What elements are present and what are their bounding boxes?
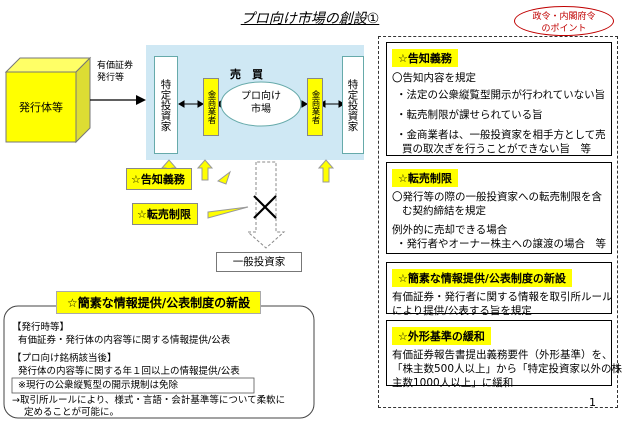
section-external-criteria: ☆外形基準の緩和 有価証券報告書提出義務要件（外形基準）を、 「株主数500人以… xyxy=(386,320,623,389)
general-investor-box: 一般投資家 xyxy=(216,252,302,272)
pro-investor-box-left: 特定投資家 xyxy=(154,56,178,154)
notice-obligation-callout: ☆告知義務 xyxy=(126,168,192,190)
section-external-heading: ☆外形基準の緩和 xyxy=(392,327,491,345)
market-label: プロ向け 市場 xyxy=(221,90,301,116)
page-title: プロ向け市場の創設① xyxy=(240,11,380,27)
note-line-1: 政令・内閣府令 xyxy=(532,12,596,22)
exempt-box xyxy=(11,377,255,394)
pro-investor-left-label: 特定投資家 xyxy=(159,78,172,132)
resale-restriction-callout: ☆転売制限 xyxy=(132,203,198,225)
blocked-arrow xyxy=(246,161,286,249)
section-resale-heading: ☆転売制限 xyxy=(392,169,458,187)
prohibited-x-mark xyxy=(253,195,277,219)
issuer-label: 発行体等 xyxy=(19,101,63,114)
resale-line-3: 例外的に売却できる場合 xyxy=(392,224,508,236)
section-info-disclosure: ☆簡素な情報提供/公表制度の新設 有価証券・発行者に関する情報を取引所ルール に… xyxy=(386,262,613,317)
issue-heading: 【発行時等】 xyxy=(12,322,70,333)
dealer-right-label: 金商業者 xyxy=(310,90,320,124)
bottom-box-heading: ☆簡素な情報提供/公表制度の新設 xyxy=(56,291,262,314)
notice-line-4: ・金商業者は、一般投資家を相手方として売 xyxy=(396,129,606,141)
resale-line-4: ・発行者やオーナー株主への譲渡の場合 等 xyxy=(396,238,606,250)
external-line-3: 主数1000人以上」に緩和 xyxy=(392,377,514,389)
issuer-cube-front xyxy=(5,71,77,143)
notice-line-3: ・転売制限が課せられている旨 xyxy=(396,109,543,121)
external-line-1: 有価証券報告書提出義務要件（外形基準）を、 xyxy=(392,349,613,361)
notice-line-5: 買の取次ぎを行うことができない旨 等 xyxy=(402,143,591,155)
notice-pointer xyxy=(216,170,231,185)
section-notice-heading: ☆告知義務 xyxy=(392,49,458,67)
info-line-1: 有価証券・発行者に関する情報を取引所ルール xyxy=(392,291,613,303)
issue-body: 有価証券・発行体の内容等に関する情報提供/公表 xyxy=(18,334,231,346)
notice-arrow-2 xyxy=(196,159,214,181)
flex-line-2: 定めることが可能に。 xyxy=(24,407,120,418)
notice-line-2: ・法定の公衆縦覧型開示が行われていない旨 xyxy=(396,89,606,101)
securities-issue-label: 有価証券 発行等 xyxy=(97,60,133,84)
securities-line-2: 発行等 xyxy=(97,73,125,83)
flex-line-1: →取引所ルールにより、様式・言語・会計基準等について柔軟に xyxy=(12,395,286,406)
notice-line-1: 〇告知内容を規定 xyxy=(392,72,476,84)
listing-heading: 【プロ向け銘柄該当後】 xyxy=(12,353,117,364)
section-notice: ☆告知義務 〇告知内容を規定 ・法定の公衆縦覧型開示が行われていない旨 ・転売制… xyxy=(386,42,612,156)
issuer-cube-side xyxy=(75,56,91,144)
bottom-box-content: 【発行時等】 有価証券・発行体の内容等に関する情報提供/公表 【プロ向け銘柄該当… xyxy=(12,322,240,378)
resale-line-2: む契約締結を規定 xyxy=(402,205,486,217)
right-panel xyxy=(378,36,618,408)
dealer-box-right: 金商業者 xyxy=(307,78,323,136)
pro-investor-box-right: 特定投資家 xyxy=(342,56,364,154)
section-info-heading: ☆簡素な情報提供/公表制度の新設 xyxy=(392,269,572,287)
resale-pointer xyxy=(207,206,249,219)
dealer-left-label: 金商業者 xyxy=(206,90,216,124)
securities-line-1: 有価証券 xyxy=(97,61,134,71)
market-line-1: プロ向け xyxy=(241,91,281,102)
market-line-2: 市場 xyxy=(251,104,271,115)
issue-arrow-head xyxy=(136,95,146,105)
policy-points-note: 政令・内閣府令 のポイント xyxy=(514,6,614,36)
info-line-2: により提供/公表する旨を規定 xyxy=(392,305,532,317)
notice-arrow-3 xyxy=(317,159,335,183)
exempt-note: ※現行の公衆縦覧型の開示規制は免除 xyxy=(18,380,178,391)
flex-note: →取引所ルールにより、様式・言語・会計基準等について柔軟に 定めることが可能に。 xyxy=(12,395,285,419)
page-number: 1 xyxy=(589,396,596,409)
dealer-box-left: 金商業者 xyxy=(203,78,219,136)
external-line-2: 「株主数500人以上」から「特定投資家以外の株 xyxy=(392,363,623,375)
trade-label: 売 買 xyxy=(230,68,263,81)
pro-investor-right-label: 特定投資家 xyxy=(346,78,359,132)
resale-line-1: 〇発行等の際の一般投資家への転売制限を含 xyxy=(392,191,602,203)
listing-body: 発行体の内容等に関する年１回以上の情報提供/公表 xyxy=(18,365,240,377)
market-oval xyxy=(220,81,302,127)
note-line-2: のポイント xyxy=(541,24,587,34)
section-resale: ☆転売制限 〇発行等の際の一般投資家への転売制限を含 む契約締結を規定 例外的に… xyxy=(386,162,612,254)
